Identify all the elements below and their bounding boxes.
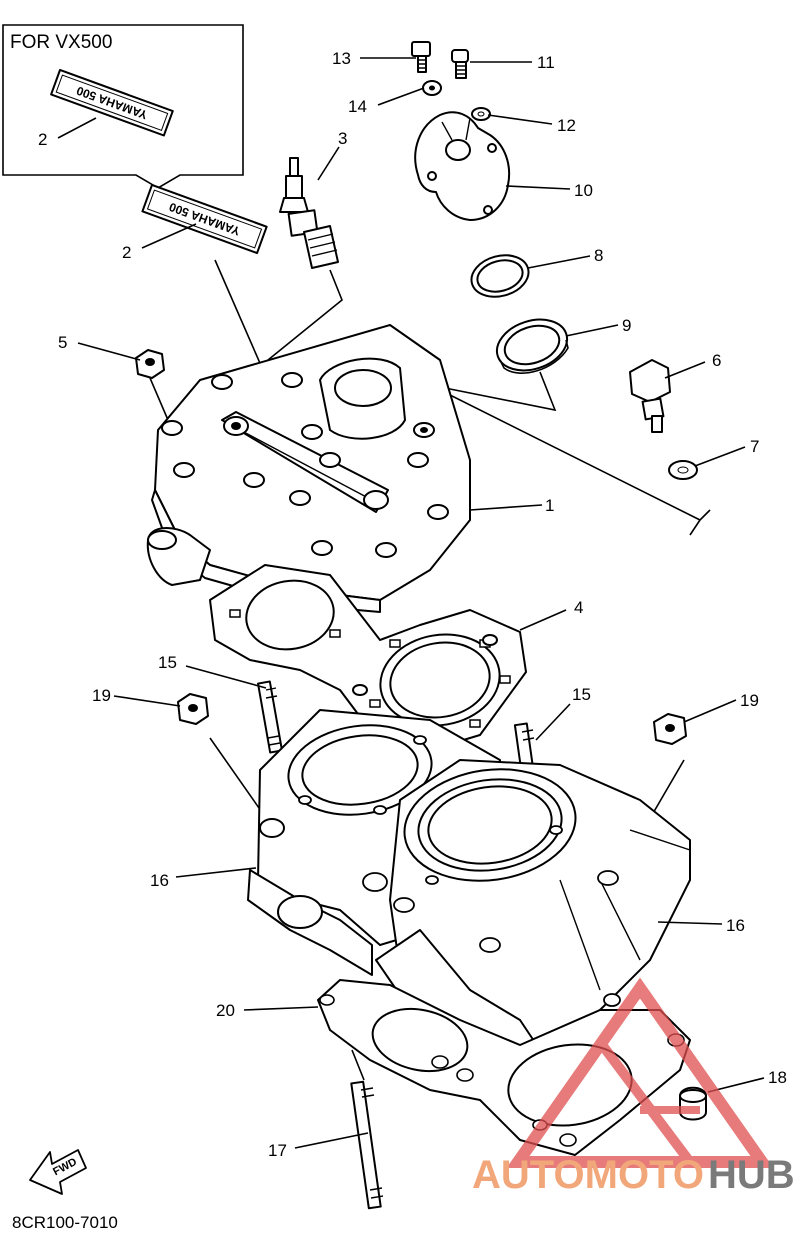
callout-7: 7 xyxy=(750,437,759,456)
inset-decal: YAMAHA 500 xyxy=(50,69,174,137)
spark-plug-leader xyxy=(267,269,343,361)
callout-labels: 1 2 2 3 4 5 6 7 8 9 10 11 12 13 14 15 15… xyxy=(38,49,787,1160)
callout-2: 2 xyxy=(122,243,131,262)
cylinder-head-part-1 xyxy=(146,324,471,613)
fwd-arrow-icon: FWD xyxy=(29,1149,87,1195)
callout-18: 18 xyxy=(768,1068,787,1087)
callout-6: 6 xyxy=(712,351,721,370)
stud-part-15-left xyxy=(257,680,283,754)
callout-16-left: 16 xyxy=(150,871,169,890)
nut-part-19-right xyxy=(653,713,687,745)
decal-part-2: YAMAHA 500 xyxy=(141,184,268,255)
leader-lines xyxy=(57,57,765,1149)
stud-part-17 xyxy=(350,1080,384,1210)
callout-14: 14 xyxy=(348,97,367,116)
spark-plug-part-3 xyxy=(279,157,339,269)
callout-11: 11 xyxy=(537,53,555,72)
callout-10: 10 xyxy=(574,181,593,200)
nut-part-5 xyxy=(135,349,165,379)
dowel-part-18 xyxy=(679,1086,707,1121)
callout-5: 5 xyxy=(58,333,67,352)
watermark-text: AUTOMOTO HUB xyxy=(472,1153,795,1197)
diagram-code: 8CR100-7010 xyxy=(12,1213,118,1232)
washer-part-14 xyxy=(422,80,442,96)
head-gasket-part-4 xyxy=(209,564,527,751)
callout-15-left: 15 xyxy=(158,653,177,672)
cylinder-part-16-right xyxy=(375,759,691,1061)
inset-title: FOR VX500 xyxy=(10,32,112,53)
callout-3: 3 xyxy=(338,129,347,148)
watermark-part-2: HUB xyxy=(708,1153,795,1197)
callout-19-left: 19 xyxy=(92,686,111,705)
sensor-leader xyxy=(429,384,711,536)
nut-part-19-left xyxy=(177,693,209,725)
callout-20: 20 xyxy=(216,1001,235,1020)
seal-part-9 xyxy=(495,318,569,374)
callout-15-right: 15 xyxy=(572,685,591,704)
callout-12: 12 xyxy=(557,116,576,135)
bolt-part-11 xyxy=(451,49,469,79)
callout-8: 8 xyxy=(594,246,603,265)
callout-9: 9 xyxy=(622,316,631,335)
o-ring-part-8 xyxy=(470,254,530,298)
watermark-logo xyxy=(506,977,774,1168)
callout-4: 4 xyxy=(574,598,583,617)
washer-part-12 xyxy=(471,107,491,121)
callout-1: 1 xyxy=(545,496,554,515)
bolt-part-13 xyxy=(411,41,431,73)
callout-13: 13 xyxy=(332,49,351,68)
callout-16-right: 16 xyxy=(726,916,745,935)
watermark-part-1: AUTOMOTO xyxy=(472,1153,704,1197)
inset-box: FOR VX500 YAMAHA 500 xyxy=(2,24,244,189)
sensor-part-6 xyxy=(629,359,671,433)
washer-part-7 xyxy=(668,460,698,480)
callout-19-right: 19 xyxy=(740,691,759,710)
callout-17: 17 xyxy=(268,1141,287,1160)
callout-2-inset: 2 xyxy=(38,130,47,149)
thermostat-cover-part-10 xyxy=(414,111,510,221)
